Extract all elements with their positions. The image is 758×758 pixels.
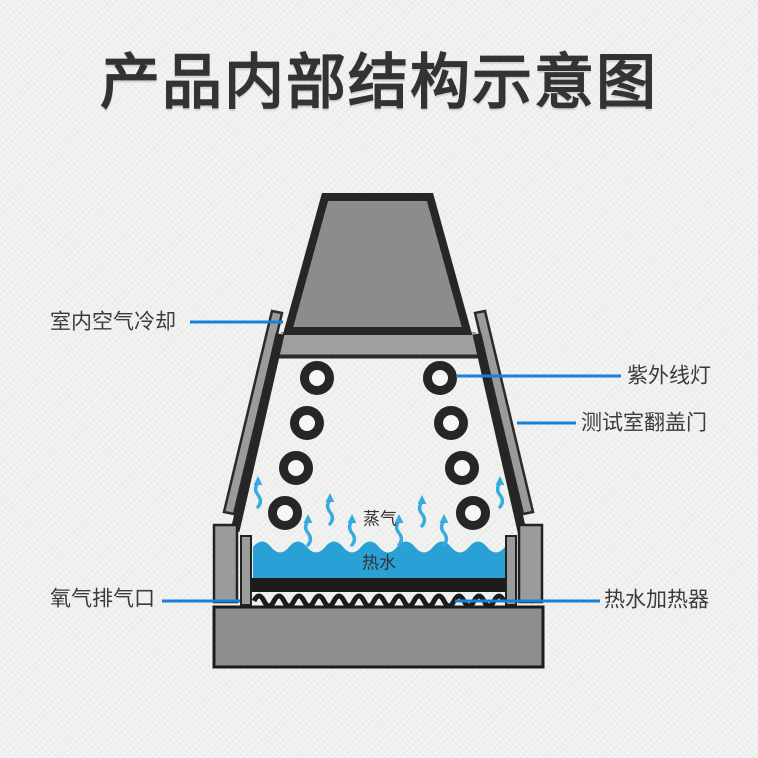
tray-wall-right (505, 535, 517, 606)
chamber-wall-right (472, 332, 527, 533)
page-title: 产品内部结构示意图 (100, 49, 658, 116)
chamber-neck (276, 332, 481, 355)
tray-wall-left (240, 535, 252, 606)
hot-water (253, 541, 505, 580)
uv-lamp (290, 406, 324, 440)
steam-arrow-icon (415, 493, 429, 528)
door-panel-right (473, 309, 535, 516)
chamber-wall-left (230, 332, 285, 533)
uv-lamp (268, 496, 302, 530)
uv-lamp (279, 451, 313, 485)
base-block (212, 605, 545, 669)
door-panel-left (222, 309, 284, 516)
steam-arrow-icon (493, 474, 507, 509)
steam-arrow-icon (437, 512, 451, 547)
support-column-left (212, 523, 239, 604)
steam-arrow-icon (301, 512, 315, 547)
callout-label-heater: 热水加热器 (604, 589, 709, 612)
steam-label: 蒸气 (363, 509, 397, 528)
uv-lamp (456, 496, 490, 530)
steam-arrow-icon (323, 491, 337, 526)
support-column-right (517, 523, 544, 604)
uv-lamp (445, 451, 479, 485)
hot-water-label: 热水 (362, 553, 396, 572)
uv-lamp (434, 406, 468, 440)
uv-lamp (300, 361, 334, 395)
chamber-lid (282, 193, 473, 335)
steam-arrow-icon (345, 512, 359, 547)
callout-label-air-cooling: 室内空气冷却 (50, 311, 176, 334)
callout-label-door: 测试室翻盖门 (581, 412, 707, 435)
callout-label-uv-lamp: 紫外线灯 (627, 365, 711, 388)
callout-label-exhaust: 氧气排气口 (50, 588, 155, 611)
uv-lamp (423, 361, 457, 395)
steam-arrow-icon (251, 474, 265, 509)
tray-bottom-bar (251, 578, 506, 592)
